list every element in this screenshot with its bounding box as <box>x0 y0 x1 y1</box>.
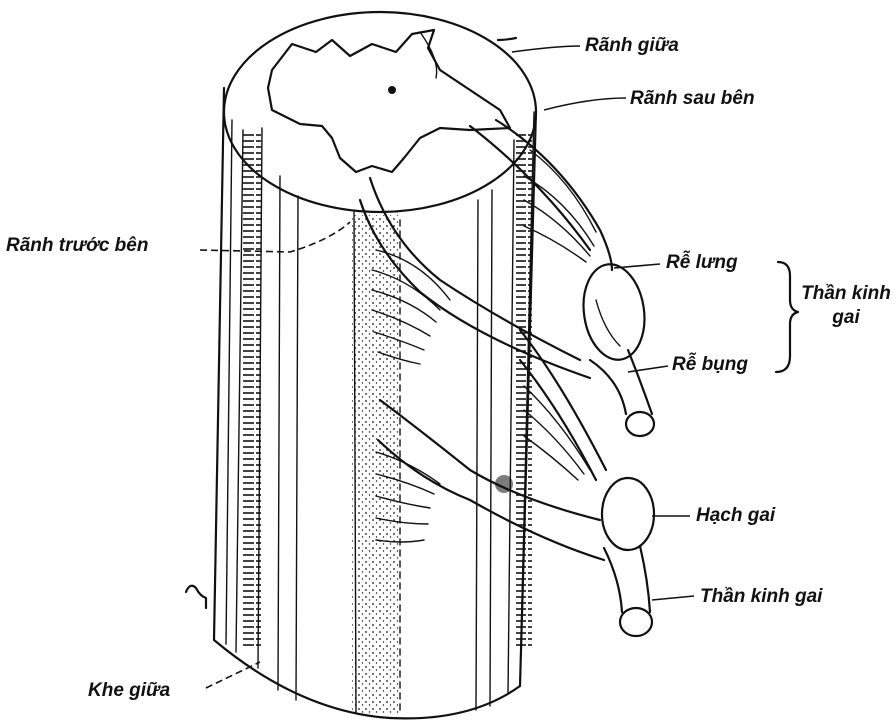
label-re-bung: Rễ bụng <box>672 354 748 376</box>
label-hach-gai: Hạch gai <box>696 505 775 527</box>
label-ranh-giua: Rãnh giữa <box>585 35 679 57</box>
lower-spinal-nerve <box>376 330 654 636</box>
label-ranh-truoc-ben: Rãnh trước bên <box>6 235 148 257</box>
label-ranh-sau-ben: Rãnh sau bên <box>630 88 755 110</box>
spinal-cord-cylinder <box>214 88 536 718</box>
small-annotation-mark <box>186 586 206 608</box>
label-khe-giua: Khe giữa <box>88 680 170 702</box>
label-than-kinh-gai-group: Thần kinh gai <box>800 282 892 330</box>
upper-spinal-nerve <box>360 120 654 436</box>
cross-section <box>224 12 536 212</box>
label-than-kinh-gai: Thần kinh gai <box>700 586 822 608</box>
label-re-lung: Rễ lưng <box>666 252 738 274</box>
